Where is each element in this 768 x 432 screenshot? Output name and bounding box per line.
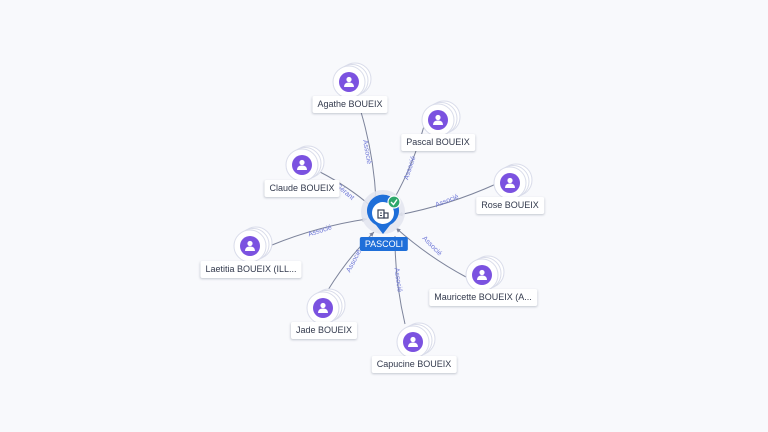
person-node-claude[interactable] — [285, 145, 325, 182]
company-label[interactable]: PASCOLI — [359, 237, 409, 251]
person-label-rose[interactable]: Rose BOUEIX — [476, 197, 544, 214]
edge-label-capucine: Associé — [392, 267, 402, 292]
person-icon — [408, 336, 418, 347]
edge-arrow-mauricette — [396, 228, 401, 233]
edge-label-rose: Associé — [434, 193, 459, 209]
company-building-icon — [377, 209, 389, 219]
person-icon — [505, 177, 515, 188]
person-label-claude[interactable]: Claude BOUEIX — [264, 180, 340, 197]
person-label-capucine[interactable]: Capucine BOUEIX — [371, 356, 457, 373]
person-icon — [344, 76, 354, 87]
edge-mauricette — [395, 227, 467, 278]
edge-label-laetitia: Associé — [307, 224, 333, 238]
person-node-pascal[interactable] — [421, 100, 461, 137]
person-node-rose[interactable] — [493, 163, 533, 200]
company-node[interactable] — [361, 190, 405, 234]
person-label-laetitia[interactable]: Laetitia BOUEIX (ILL... — [200, 261, 302, 278]
edge-label-pascal: Associé — [403, 155, 417, 181]
edge-label-mauricette: Associé — [421, 235, 443, 257]
person-label-pascal[interactable]: Pascal BOUEIX — [401, 134, 475, 151]
person-icon — [477, 269, 487, 280]
edge-jade — [327, 231, 375, 291]
edge-label-agathe: Associé — [361, 139, 372, 164]
edge-laetitia — [271, 218, 368, 246]
person-node-mauricette[interactable] — [465, 255, 505, 292]
person-label-jade[interactable]: Jade BOUEIX — [290, 322, 358, 339]
person-icon — [297, 159, 307, 170]
person-icon — [318, 302, 328, 313]
person-node-laetitia[interactable] — [233, 226, 273, 263]
edge-rose — [397, 183, 497, 216]
verified-check-icon — [387, 195, 401, 209]
person-icon — [433, 114, 443, 125]
person-node-capucine[interactable] — [396, 322, 436, 359]
person-icon — [245, 240, 255, 251]
edge-pascal — [393, 125, 425, 200]
edge-agathe — [360, 111, 377, 201]
person-node-jade[interactable] — [306, 288, 346, 325]
person-label-mauricette[interactable]: Mauricette BOUEIX (A... — [429, 289, 537, 306]
edge-arrow-jade — [369, 232, 374, 237]
person-label-agathe[interactable]: Agathe BOUEIX — [312, 96, 388, 113]
person-node-agathe[interactable] — [332, 62, 372, 99]
